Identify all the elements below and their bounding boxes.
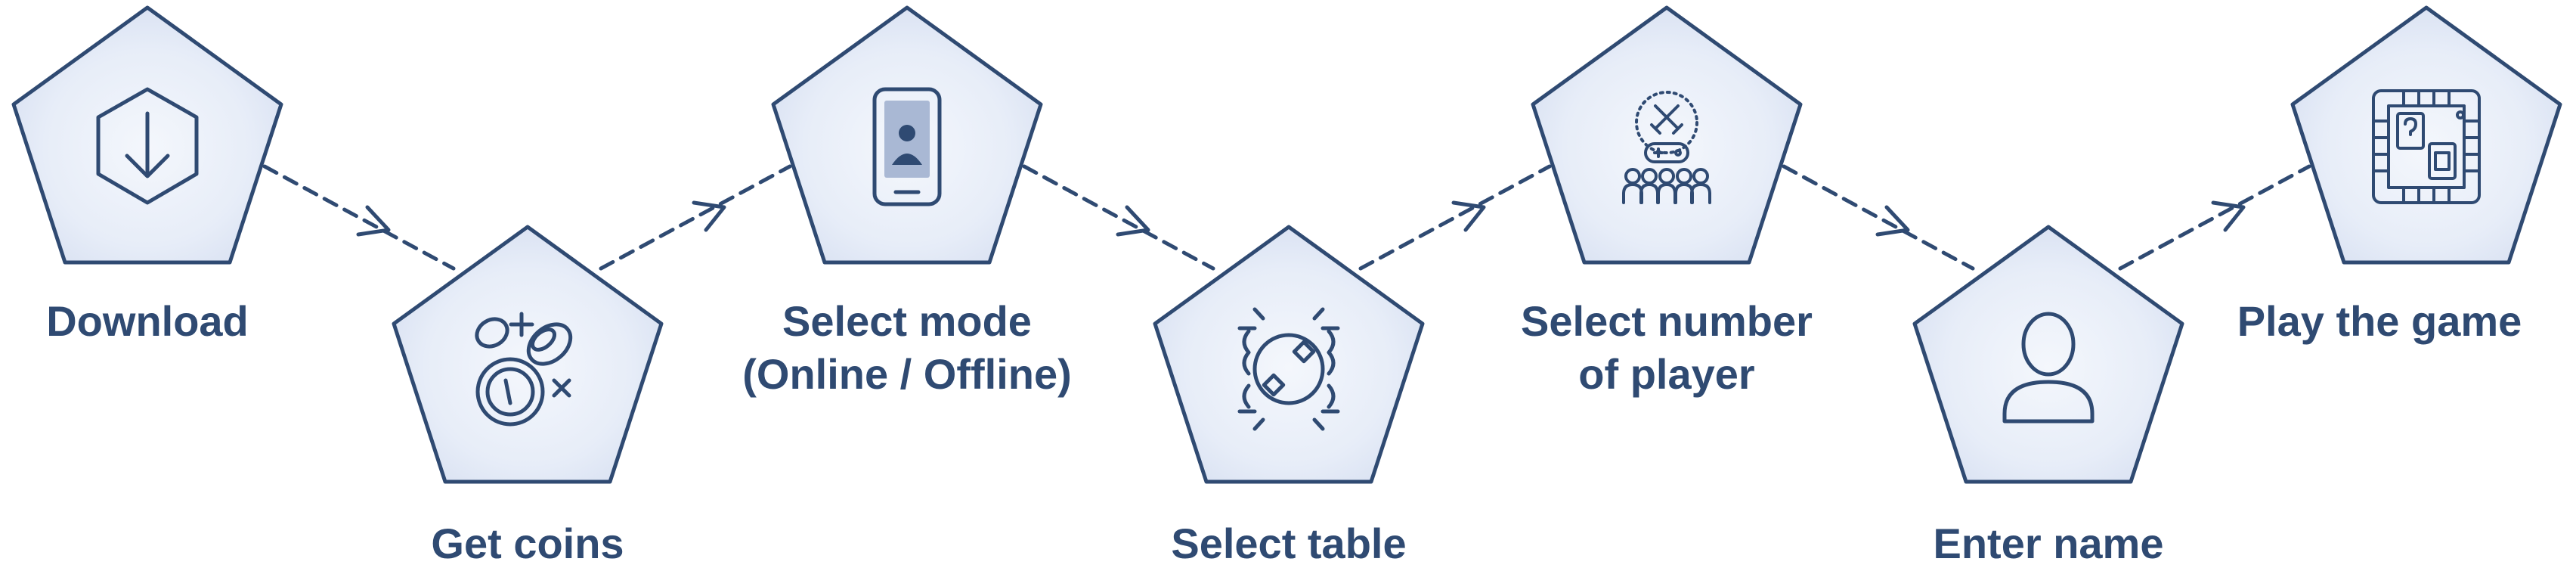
game-table-icon	[1237, 307, 1340, 431]
step-get-coins	[392, 225, 664, 484]
step-label-select-table: Select table	[1171, 520, 1407, 567]
step-label-select-players: Select number of player	[1521, 297, 1813, 398]
step-label-download: Download	[46, 297, 249, 345]
step-label-enter-name: Enter name	[1933, 520, 2164, 567]
step-label-select-mode: Select mode (Online / Offline)	[742, 297, 1072, 398]
step-select-players	[1531, 5, 1803, 265]
coins-icon	[475, 312, 573, 427]
connector-arrowheads	[356, 200, 2246, 237]
step-play-the-game	[2290, 5, 2562, 265]
board-game-icon	[2372, 89, 2481, 204]
multiplayer-icon	[1622, 91, 1711, 204]
step-label-play-the-game: Play the game	[2237, 297, 2522, 345]
user-icon	[2002, 312, 2095, 424]
step-download	[11, 5, 283, 265]
connector	[262, 164, 2311, 271]
step-label-get-coins: Get coins	[431, 520, 624, 567]
smartphone-icon	[872, 87, 942, 206]
download-icon	[96, 87, 199, 205]
step-enter-name	[1912, 225, 2184, 484]
step-select-mode	[771, 5, 1043, 265]
step-select-table	[1153, 225, 1425, 484]
